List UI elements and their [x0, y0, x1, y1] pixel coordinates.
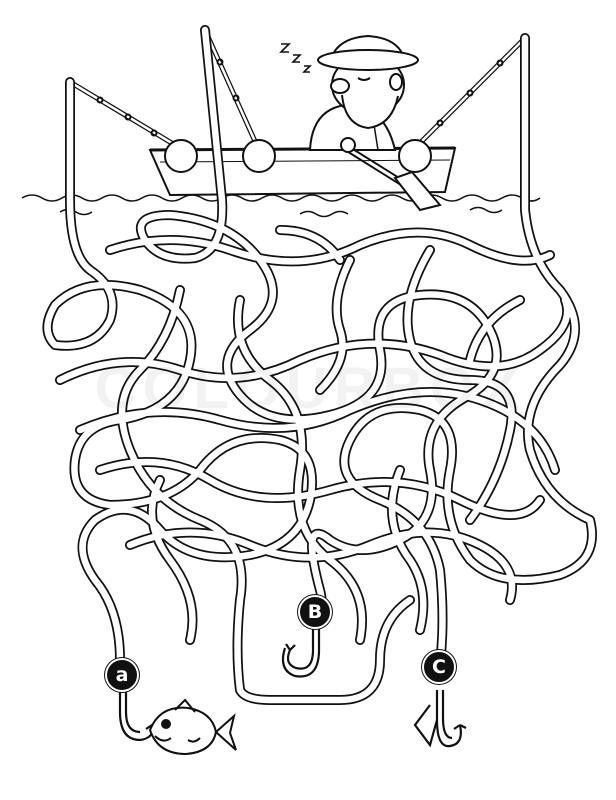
reels: [164, 139, 432, 173]
hook-c[interactable]: [413, 690, 467, 748]
hook-b[interactable]: [281, 625, 321, 678]
hook-c-label[interactable]: C: [424, 652, 454, 682]
oar: [344, 145, 442, 212]
reel-a: [164, 139, 198, 173]
hook-b-label[interactable]: B: [300, 597, 330, 627]
hook-a-label[interactable]: a: [107, 660, 137, 690]
reel-c: [398, 139, 432, 173]
smiling-fish: [148, 698, 237, 756]
sleep-symbol: [279, 43, 312, 73]
water-surface: [21, 194, 541, 218]
sleeping-fisherman: [308, 34, 419, 153]
reel-b: [242, 139, 276, 173]
fishing-rods: [68, 28, 527, 151]
